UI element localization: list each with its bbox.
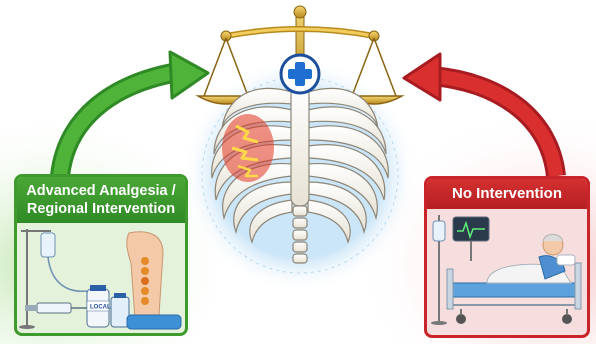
monitor-icon bbox=[453, 217, 489, 261]
analgesia-illustration: LOCAL bbox=[17, 223, 185, 333]
no-intervention-illustration bbox=[427, 209, 587, 335]
syringe-icon bbox=[25, 303, 87, 313]
fracture-icon bbox=[222, 114, 274, 182]
advanced-analgesia-title: Advanced Analgesia / Regional Interventi… bbox=[17, 177, 185, 223]
medical-cross-icon bbox=[281, 55, 319, 93]
advanced-analgesia-title-line1: Advanced Analgesia / bbox=[26, 182, 175, 200]
patient-icon bbox=[487, 234, 575, 283]
anesthetic-vial-icon: LOCAL bbox=[87, 285, 129, 327]
iv-drip-icon bbox=[19, 229, 87, 329]
iv-stand-icon bbox=[431, 215, 447, 325]
advanced-analgesia-title-line2: Regional Intervention bbox=[26, 200, 175, 218]
no-intervention-title: No Intervention bbox=[427, 179, 587, 209]
vial-label: LOCAL bbox=[90, 305, 111, 311]
spine-icon bbox=[127, 232, 181, 329]
advanced-analgesia-panel: Advanced Analgesia / Regional Interventi… bbox=[14, 174, 188, 336]
no-intervention-panel: No Intervention bbox=[424, 176, 590, 338]
